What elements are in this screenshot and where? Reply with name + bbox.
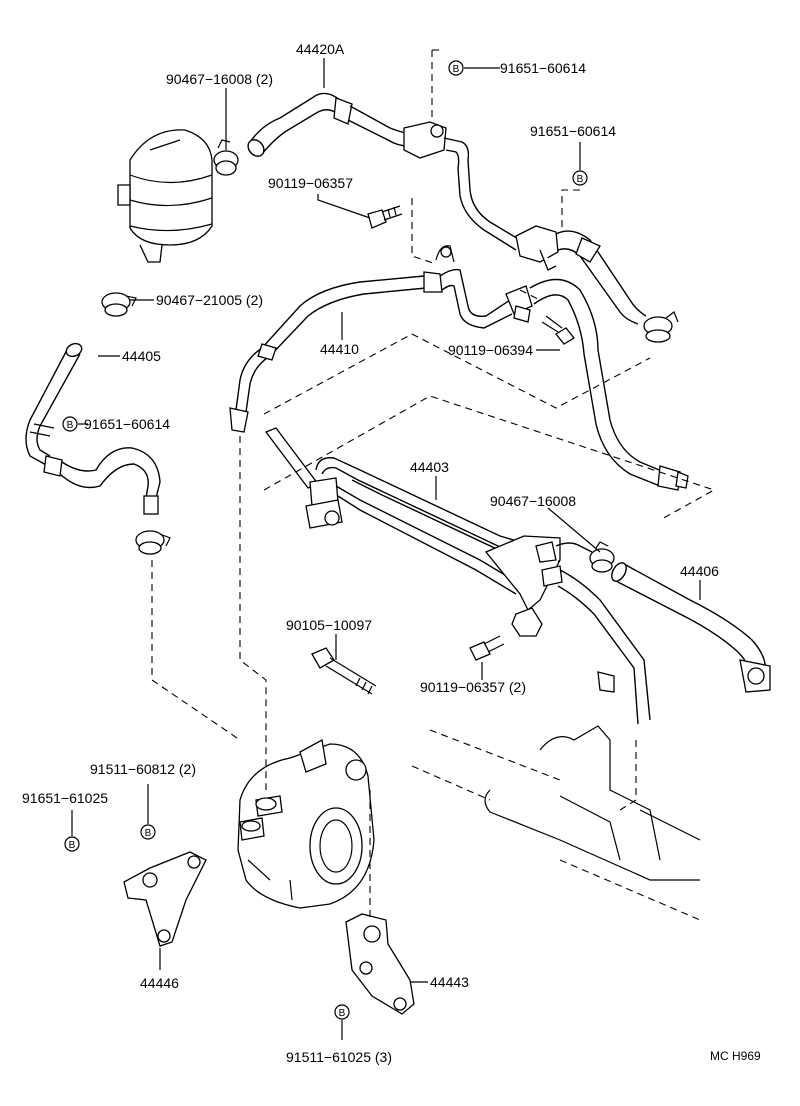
hose-clamp-lower-left — [135, 530, 171, 555]
label-90105-10097: 90105−10097 — [286, 617, 372, 633]
b-marker-91651-61025: B — [64, 836, 80, 852]
label-90467-16008-2: 90467−16008 (2) — [166, 71, 273, 87]
label-44410: 44410 — [320, 341, 359, 357]
label-91511-61025-3: 91511−61025 (3) — [286, 1049, 392, 1065]
hose-clamp-90467-16008-right — [589, 541, 615, 573]
label-44446: 44446 — [140, 975, 179, 991]
label-90467-21005-2: 90467−21005 (2) — [156, 292, 263, 308]
suction-hose-44405 — [25, 342, 161, 515]
label-90119-06357-2: 90119−06357 (2) — [420, 679, 526, 695]
svg-text:B: B — [69, 840, 76, 851]
label-90467-16008: 90467−16008 — [490, 493, 576, 509]
steering-gear-outline — [411, 725, 701, 921]
bolt-90105-10097 — [311, 647, 377, 695]
svg-text:B: B — [577, 174, 584, 185]
label-91651-61025: 91651−61025 — [22, 790, 108, 806]
return-hose-44420A — [247, 92, 647, 325]
b-marker-left: B — [62, 416, 78, 432]
power-steering-pump — [237, 738, 375, 909]
svg-text:B: B — [453, 64, 460, 75]
svg-text:B: B — [145, 828, 152, 839]
bracket-44446 — [123, 851, 207, 947]
b-marker-91511-60812: B — [140, 824, 156, 840]
bolt-90119-06357-lower — [469, 635, 505, 661]
return-hose-44406 — [611, 562, 771, 693]
b-marker-top: B — [448, 60, 464, 76]
label-44406: 44406 — [680, 563, 719, 579]
label-44403: 44403 — [410, 459, 449, 475]
label-44405: 44405 — [122, 348, 161, 364]
leader-lines — [71, 58, 701, 1040]
label-91651-60614-left: 91651−60614 — [84, 416, 170, 432]
label-90119-06394: 90119−06394 — [448, 342, 533, 358]
figure-code: MC H969 — [710, 1049, 761, 1063]
reservoir-tank — [117, 129, 213, 263]
bolt-90119-06394 — [513, 305, 575, 345]
b-marker-right: B — [572, 170, 588, 186]
label-91651-60614-top: 91651−60614 — [500, 60, 586, 76]
hose-clamp-upper — [213, 139, 239, 176]
pressure-hose-44410 — [229, 245, 689, 491]
bolt-90119-06357-upper — [367, 205, 403, 229]
label-44420A: 44420A — [296, 41, 345, 57]
svg-text:B: B — [339, 1008, 346, 1019]
assembly-guide-lines — [151, 49, 716, 920]
svg-text:B: B — [67, 420, 74, 431]
bracket-44443 — [345, 913, 415, 1015]
label-44443: 44443 — [430, 974, 469, 990]
tube-assembly-44403 — [264, 427, 651, 725]
label-91511-60812-2: 91511−60812 (2) — [90, 761, 196, 777]
hose-clamp-right-end — [643, 311, 679, 343]
label-91651-60614-right: 91651−60614 — [530, 123, 616, 139]
hose-clamp-90467-21005 — [101, 292, 137, 317]
label-90119-06357-top: 90119−06357 — [268, 175, 353, 191]
b-marker-91511-61025: B — [334, 1004, 350, 1020]
